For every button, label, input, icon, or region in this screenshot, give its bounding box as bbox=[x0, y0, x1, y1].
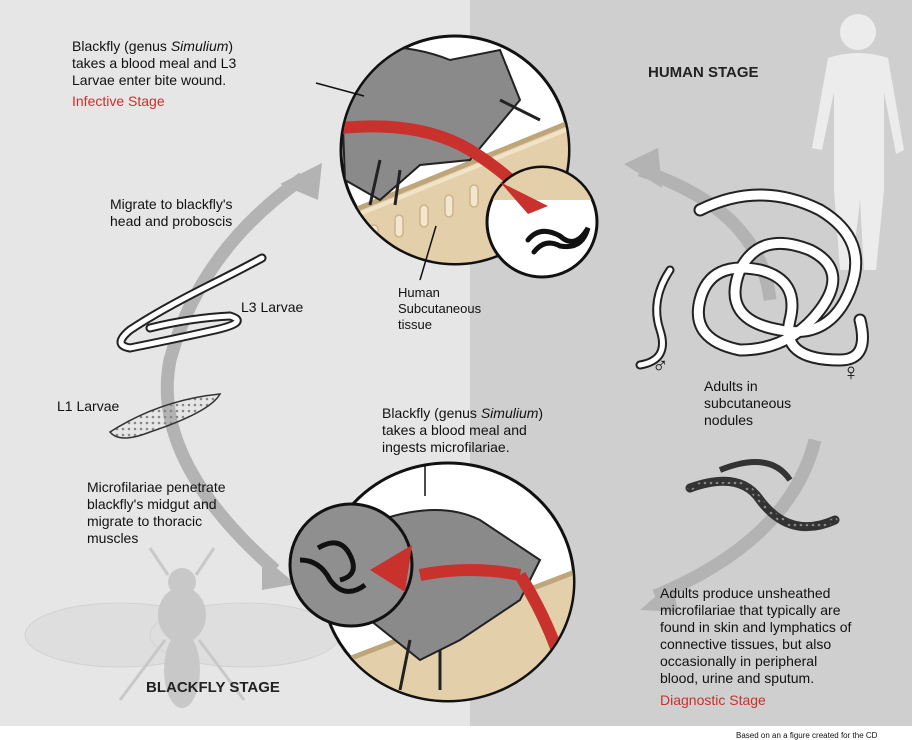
adults-produce-line5: occasionally in peripheral bbox=[660, 653, 851, 670]
adults-nodules-line2: subcutaneous bbox=[704, 395, 791, 412]
infective-step-text: Blackfly (genus Simulium) takes a blood … bbox=[72, 38, 236, 89]
ingest-step-genus: Simulium bbox=[481, 405, 539, 421]
penetrate-step-line2: blackfly's midgut and bbox=[87, 496, 226, 513]
migrate-head-text: Migrate to blackfly's head and proboscis bbox=[110, 196, 233, 230]
male-symbol: ♂ bbox=[652, 354, 669, 378]
human-tissue-line2: Subcutaneous bbox=[398, 301, 481, 317]
human-stage-label: HUMAN STAGE bbox=[648, 64, 759, 81]
human-tissue-line3: tissue bbox=[398, 317, 481, 333]
adults-produce-line3: found in skin and lymphatics of bbox=[660, 619, 851, 636]
infective-step-line2: takes a blood meal and L3 bbox=[72, 55, 236, 72]
penetrate-step-text: Microfilariae penetrate blackfly's midgu… bbox=[87, 479, 226, 547]
ingest-step-text: Blackfly (genus Simulium) takes a blood … bbox=[382, 405, 543, 456]
ingest-step-line2: takes a blood meal and bbox=[382, 422, 543, 439]
human-tissue-line1: Human bbox=[398, 285, 481, 301]
ingest-step-line3: ingests microfilariae. bbox=[382, 439, 543, 456]
migrate-head-line1: Migrate to blackfly's bbox=[110, 196, 233, 213]
ingest-step-line1: Blackfly (genus bbox=[382, 405, 481, 421]
infective-step-line1: Blackfly (genus bbox=[72, 38, 171, 54]
adults-produce-line2: microfilariae that typically are bbox=[660, 602, 851, 619]
adults-nodules-line1: Adults in bbox=[704, 378, 791, 395]
adults-produce-line1: Adults produce unsheathed bbox=[660, 585, 851, 602]
adults-produce-line6: blood, urine and sputum. bbox=[660, 670, 851, 687]
adults-nodules-line3: nodules bbox=[704, 412, 791, 429]
diagnostic-stage-label: Diagnostic Stage bbox=[660, 692, 766, 709]
female-symbol: ♀ bbox=[842, 360, 860, 386]
infective-step-line1-end: ) bbox=[228, 38, 233, 54]
penetrate-step-line4: muscles bbox=[87, 530, 226, 547]
infective-step-line3: Larvae enter bite wound. bbox=[72, 72, 236, 89]
penetrate-step-line1: Microfilariae penetrate bbox=[87, 479, 226, 496]
migrate-head-line2: head and proboscis bbox=[110, 213, 233, 230]
inset-microfilariae-circle bbox=[290, 504, 412, 626]
adults-produce-text: Adults produce unsheathed microfilariae … bbox=[660, 585, 851, 687]
infective-step-genus: Simulium bbox=[171, 38, 229, 54]
adults-produce-line4: connective tissues, but also bbox=[660, 636, 851, 653]
infective-stage-label: Infective Stage bbox=[72, 93, 165, 110]
credit-note: Based on an a figure created for the CD bbox=[736, 727, 877, 740]
adults-nodules-text: Adults in subcutaneous nodules bbox=[704, 378, 791, 429]
l3-larvae-label: L3 Larvae bbox=[241, 299, 303, 316]
ingest-step-line1-end: ) bbox=[538, 405, 543, 421]
l1-larvae-label: L1 Larvae bbox=[57, 398, 119, 415]
human-tissue-label: Human Subcutaneous tissue bbox=[398, 285, 481, 333]
penetrate-step-line3: migrate to thoracic bbox=[87, 513, 226, 530]
blackfly-stage-label: BLACKFLY STAGE bbox=[146, 679, 280, 696]
